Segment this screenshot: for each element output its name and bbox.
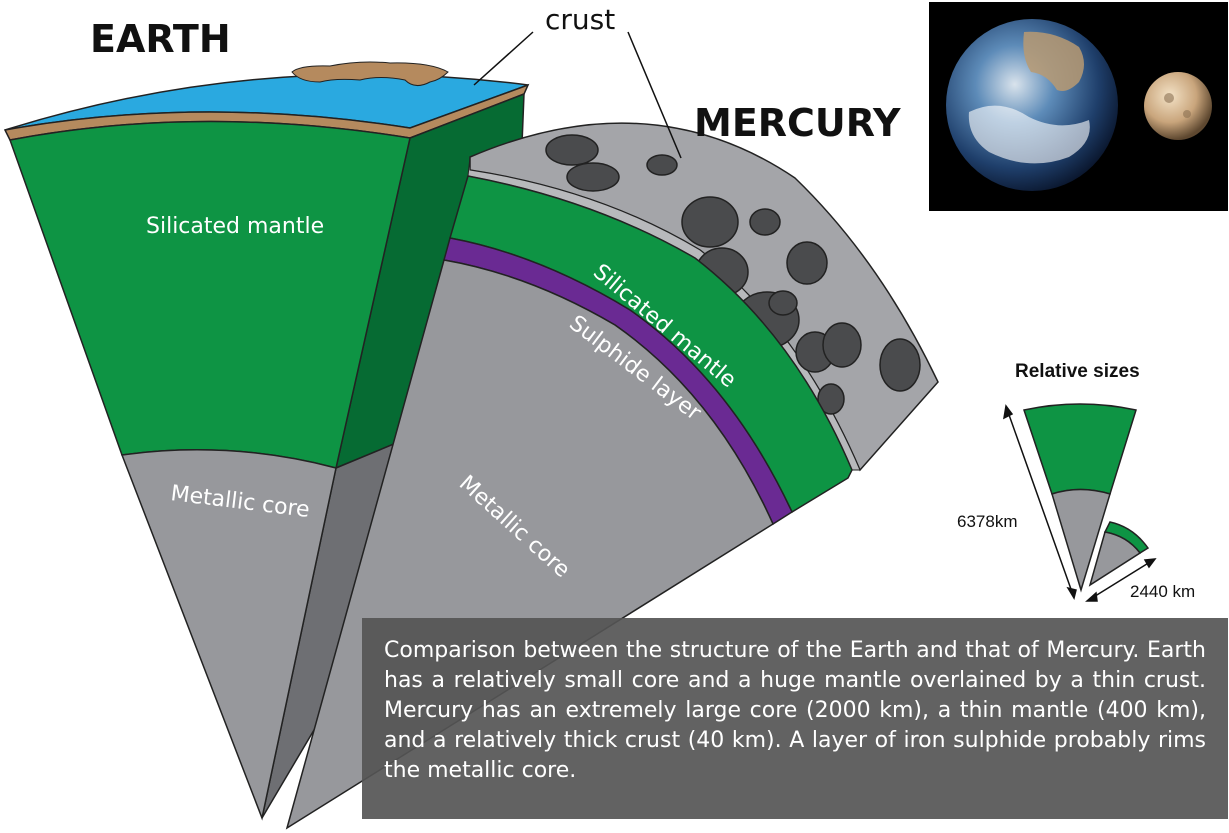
crater <box>879 338 921 392</box>
earth-radius-label: 6378km <box>957 512 1017 531</box>
caption-text: Comparison between the structure of the … <box>384 638 1206 783</box>
crater <box>646 154 678 176</box>
earth-mantle-label: Silicated mantle <box>146 214 324 239</box>
crater <box>749 208 781 236</box>
mercury-globe <box>1144 72 1212 140</box>
crater <box>681 196 739 248</box>
mercury-globe-crater <box>1183 110 1191 118</box>
crust-pointer-earth <box>473 31 534 86</box>
crater <box>545 134 599 166</box>
crust-pointer-mercury <box>627 31 682 159</box>
crater <box>822 322 862 368</box>
earth-front-core <box>120 449 337 821</box>
relative-sizes-panel: Relative sizes 6378km 2440 km <box>957 361 1195 602</box>
arrow-head <box>1066 586 1077 600</box>
arrow-head <box>1003 404 1014 420</box>
arrow-head <box>1143 558 1157 569</box>
crater <box>566 162 620 192</box>
mercury-globe-crater <box>1164 93 1174 103</box>
crust-label: crust <box>545 3 615 36</box>
photo-illustration <box>946 19 1212 191</box>
mercury-craters <box>545 134 921 415</box>
earth-radius-arrow <box>1007 411 1073 593</box>
relative-earth-core <box>1051 488 1111 593</box>
earth-title: EARTH <box>90 17 231 61</box>
earth-mercury-photo <box>929 2 1228 211</box>
earth-continent <box>291 61 449 86</box>
relative-earth-mantle <box>1023 403 1137 495</box>
earth-globe-clouds <box>968 105 1090 164</box>
crater <box>786 241 828 285</box>
mercury-title: MERCURY <box>694 101 901 145</box>
mercury-radius-arrow <box>1091 561 1151 599</box>
mercury-radius-label: 2440 km <box>1130 582 1195 601</box>
arrow-head <box>1085 591 1098 602</box>
relative-mercury-core <box>1088 531 1142 587</box>
relative-sizes-title: Relative sizes <box>1015 361 1140 382</box>
crater <box>817 383 845 415</box>
earth-globe-africa <box>1023 31 1084 91</box>
caption-box: Comparison between the structure of the … <box>362 618 1228 819</box>
crater <box>768 290 798 316</box>
